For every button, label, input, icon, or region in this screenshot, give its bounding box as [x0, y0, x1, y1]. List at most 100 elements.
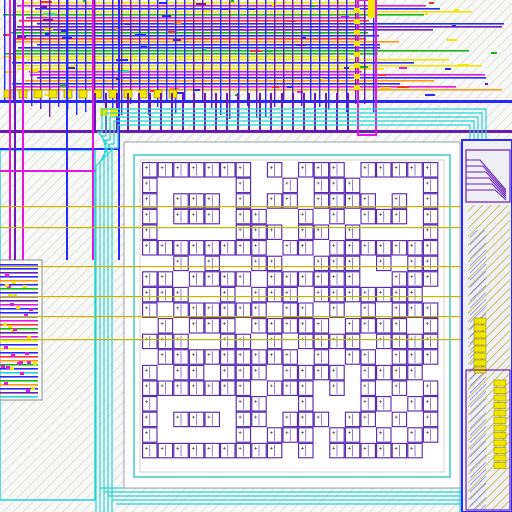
overlay-line	[0, 206, 512, 208]
bus-segment	[320, 78, 323, 80]
logic-track	[0, 356, 38, 358]
bus-segment	[272, 86, 279, 88]
pad-stub	[237, 93, 239, 131]
bus-segment	[231, 0, 234, 2]
bus-segment	[117, 70, 129, 72]
bus-segment	[222, 8, 228, 10]
bus-segment	[14, 57, 20, 59]
logic-track	[0, 264, 38, 266]
bus-segment	[452, 25, 456, 27]
bus-via-column	[310, 0, 312, 101]
standard-cell-array[interactable]	[142, 162, 439, 459]
bus-segment	[425, 94, 435, 96]
bus-segment	[43, 19, 53, 21]
bus-track	[11, 32, 368, 34]
bus-segment	[83, 0, 86, 2]
bus-segment	[41, 1, 52, 3]
pad-stub	[336, 93, 338, 131]
logic-track	[0, 368, 38, 370]
bus-via-column	[337, 0, 339, 100]
bus-segment	[116, 78, 119, 80]
bus-segment	[17, 36, 26, 38]
bus-track	[29, 71, 362, 73]
logic-via	[4, 346, 8, 349]
logic-track	[0, 276, 38, 278]
bus-track	[13, 38, 366, 40]
bus-segment	[44, 28, 53, 30]
overlay-line	[0, 339, 512, 341]
io-pad	[48, 89, 58, 99]
stack-cell	[493, 402, 507, 409]
stack-cell	[493, 424, 507, 432]
bus-track	[12, 83, 400, 85]
logic-via	[16, 306, 20, 309]
bus-via-column	[112, 0, 114, 108]
bus-via-column	[220, 0, 222, 115]
bus-via-column	[139, 0, 141, 102]
logic-track	[0, 360, 38, 362]
pad-stub	[193, 93, 195, 131]
logic-via	[4, 382, 8, 385]
logic-track	[0, 288, 38, 290]
bus-segment	[203, 48, 206, 50]
logic-track	[0, 336, 38, 338]
stack-cell	[473, 324, 487, 332]
bus-pin	[354, 30, 360, 35]
logic-track	[0, 384, 38, 386]
logic-track	[0, 380, 38, 382]
bus-via-column	[76, 0, 78, 115]
bus-segment	[302, 37, 306, 39]
guard-ring-track	[95, 124, 471, 512]
bus-pin	[368, 0, 375, 18]
bus-track	[12, 62, 414, 64]
riser-line	[118, 0, 120, 260]
bus-via-column	[346, 0, 348, 112]
logic-via	[3, 323, 7, 326]
logic-track	[0, 320, 38, 322]
logic-track	[0, 392, 38, 394]
bus-segment	[447, 39, 457, 41]
stack-route	[466, 171, 507, 195]
stack-route	[466, 165, 507, 193]
pad-stub	[325, 93, 327, 131]
bus-segment	[248, 8, 255, 10]
bus-track	[16, 50, 469, 52]
bus-segment	[399, 67, 407, 69]
bus-pin	[354, 74, 360, 79]
stack-route	[466, 159, 507, 191]
bus-via-column	[229, 0, 231, 119]
bus-segment	[203, 10, 210, 12]
logic-track	[0, 272, 38, 274]
logic-via	[1, 365, 5, 368]
bus-segment	[287, 86, 293, 88]
stack-cell	[473, 317, 487, 325]
bus-segment	[135, 34, 146, 36]
io-pad-row	[3, 89, 349, 131]
bus-segment	[141, 46, 147, 48]
bus-via-column	[373, 0, 375, 112]
logic-via	[24, 314, 28, 317]
logic-via	[25, 352, 29, 355]
stack-cell	[473, 352, 487, 360]
guard-ring-track	[99, 120, 475, 512]
bus-segment	[425, 13, 428, 15]
logic-track	[0, 396, 38, 398]
bus-via-column	[211, 0, 213, 108]
bus-segment	[150, 90, 154, 92]
logic-via	[29, 308, 33, 311]
bus-pin	[354, 41, 360, 46]
logic-track	[0, 344, 38, 346]
pad-stub	[138, 93, 140, 131]
bus-segment	[196, 3, 206, 5]
stack-cell	[473, 359, 487, 367]
logic-via	[11, 354, 15, 357]
bus-track	[22, 2, 359, 4]
riser-line	[92, 0, 94, 260]
bus-track	[17, 68, 384, 70]
bus-segment	[297, 91, 303, 93]
stack-cell	[473, 345, 487, 353]
stack-cell	[493, 432, 507, 439]
bus-via-column	[130, 0, 132, 104]
